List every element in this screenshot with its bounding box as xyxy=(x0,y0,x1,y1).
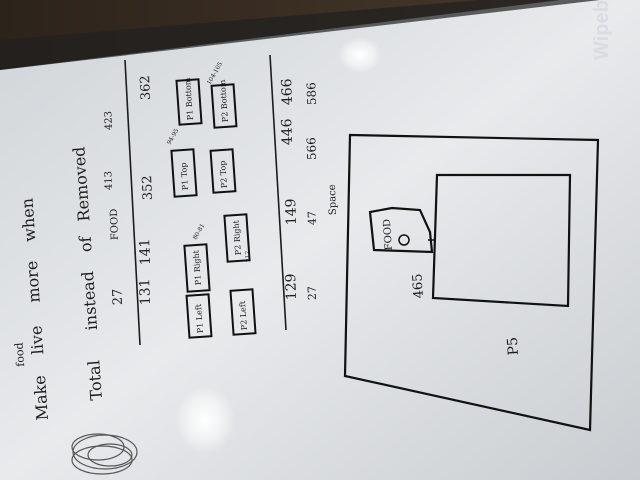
svg-text:P2 Top: P2 Top xyxy=(218,160,229,188)
svg-text:P2 Left: P2 Left xyxy=(238,300,249,331)
inner-room xyxy=(431,173,572,308)
svg-text:P5: P5 xyxy=(505,336,522,355)
floor-plan-labels: FOOD 465 P5 xyxy=(382,219,522,356)
svg-text:47: 47 xyxy=(306,211,319,225)
svg-text:P1 Right: P1 Right xyxy=(192,249,203,285)
svg-text:P1 Left: P1 Left xyxy=(194,303,205,334)
light-glare-top xyxy=(338,37,382,73)
svg-text:352: 352 xyxy=(140,175,156,200)
svg-text:423: 423 xyxy=(103,111,115,130)
numbers-column: 27 131 141 352 362 129 149 446 466 27 4 xyxy=(103,75,339,305)
svg-text:586: 586 xyxy=(304,82,319,105)
svg-text:141: 141 xyxy=(137,238,154,265)
svg-text:27: 27 xyxy=(306,286,319,300)
wipebook-logo: Wipebook xyxy=(591,0,613,60)
outer-room xyxy=(343,133,600,432)
svg-text:P2 Right: P2 Right xyxy=(232,219,243,255)
svg-text:Wipebook: Wipebook xyxy=(591,0,613,60)
svg-text:413: 413 xyxy=(103,171,115,190)
svg-text:566: 566 xyxy=(304,137,319,160)
notes-line2: Total instead of Removed xyxy=(69,146,106,401)
floor-plan xyxy=(343,133,600,432)
top-left-notes: Make live more when food Total instead o… xyxy=(13,146,106,421)
notes-line1: Make live more when xyxy=(17,197,51,421)
svg-text:149: 149 xyxy=(283,198,300,225)
light-glare-bottom xyxy=(175,386,235,454)
svg-text:446: 446 xyxy=(279,118,296,145)
scribble xyxy=(71,433,138,475)
svg-text:Space: Space xyxy=(327,184,339,215)
food-marker xyxy=(368,206,434,254)
svg-text:FOOD: FOOD xyxy=(382,219,395,251)
svg-text:P1 Top: P1 Top xyxy=(179,162,190,190)
svg-text:129: 129 xyxy=(283,273,300,300)
svg-text:212: 212 xyxy=(244,250,252,262)
svg-text:131: 131 xyxy=(137,278,154,305)
svg-text:27: 27 xyxy=(110,288,126,305)
svg-text:465: 465 xyxy=(410,273,427,299)
svg-text:food: food xyxy=(13,342,28,367)
svg-text:P2 Bottom: P2 Bottom xyxy=(218,79,230,122)
card-grid xyxy=(170,78,257,339)
svg-text:FOOD: FOOD xyxy=(109,209,121,241)
svg-text:362: 362 xyxy=(138,75,154,100)
divider-lines xyxy=(124,54,287,346)
svg-text:466: 466 xyxy=(279,78,296,105)
svg-text:P1 Bottom: P1 Bottom xyxy=(183,77,195,120)
